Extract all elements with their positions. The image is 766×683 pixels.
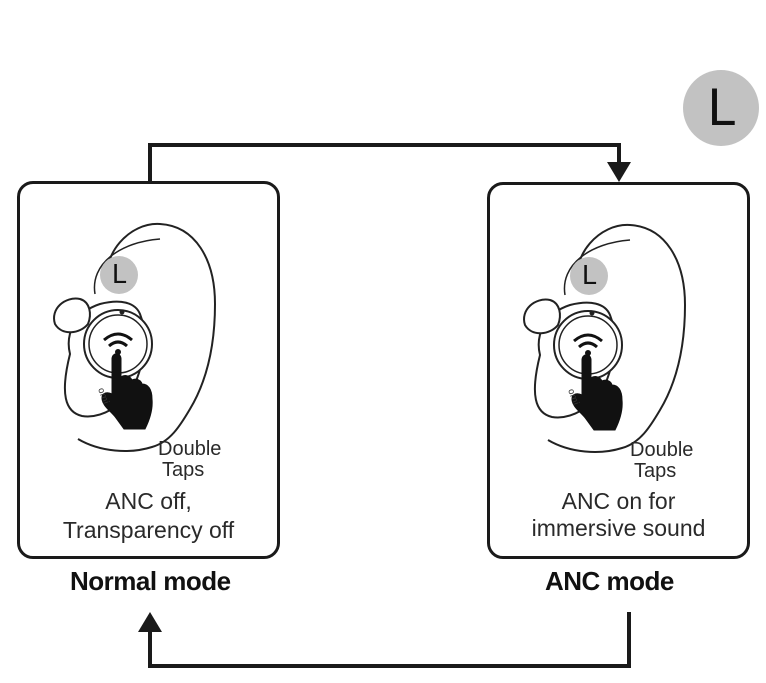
arrowhead-up (138, 612, 162, 632)
left-side-letter: L (707, 79, 735, 137)
mode-description: ANC off, Transparency off (20, 487, 277, 545)
description-line-1: ANC off, (105, 488, 192, 514)
left-side-badge: L (683, 70, 759, 146)
gesture-line-2: Taps (634, 460, 677, 482)
earbud-side-badge: L (100, 256, 138, 294)
normal-mode-panel: omi L Double Taps ANC off, Transparency … (17, 181, 280, 559)
arrow-normal-to-anc (148, 143, 621, 183)
mode-description: ANC on for immersive sound (490, 488, 747, 542)
description-line-1: ANC on for (561, 488, 676, 514)
gesture-label: Double Taps (158, 439, 221, 481)
anc-mode-panel: omi L Double Taps ANC on for immersive s… (487, 182, 750, 559)
gesture-line-1: Double (630, 439, 694, 461)
anc-mode-label: ANC mode (545, 566, 674, 596)
earbud-in-ear-illustration: omi (53, 222, 217, 452)
earbud-side-letter: L (581, 261, 597, 291)
arrowhead-down (607, 162, 631, 182)
arrow-anc-to-normal (148, 612, 631, 668)
description-line-2: immersive sound (531, 515, 706, 541)
gesture-line-2: Taps (162, 459, 205, 481)
description-line-2: Transparency off (62, 517, 235, 543)
earbud-in-ear-illustration: omi (523, 223, 687, 453)
gesture-line-1: Double (158, 438, 222, 460)
gesture-label: Double Taps (630, 440, 693, 482)
earbud-side-badge: L (570, 257, 608, 295)
normal-mode-label: Normal mode (70, 566, 231, 596)
earbud-side-letter: L (111, 260, 127, 290)
